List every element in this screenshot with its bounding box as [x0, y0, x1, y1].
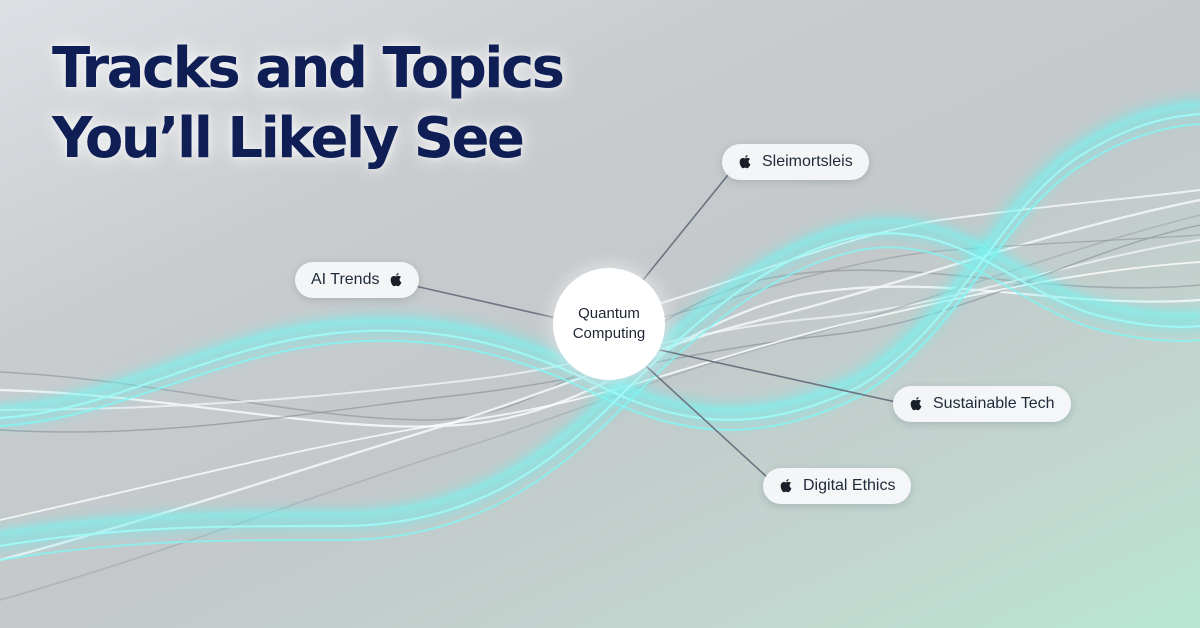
- connector-top: [642, 169, 733, 281]
- title-line-2: You’ll Likely See: [52, 106, 525, 171]
- connector-ai: [414, 285, 557, 319]
- connector-lines: [414, 169, 897, 479]
- topic-pill-sustainable-tech: Sustainable Tech: [893, 386, 1071, 422]
- apple-icon: [780, 479, 792, 493]
- apple-icon: [391, 273, 402, 287]
- center-label-line-2: Computing: [572, 325, 646, 342]
- apple-icon: [910, 397, 922, 411]
- center-label-line-1: Quantum: [578, 305, 640, 322]
- title-line-1: Tracks and Topics: [52, 36, 565, 101]
- topic-pill-ai-trends: AI Trends: [295, 262, 420, 298]
- connector-sustainable: [659, 349, 897, 403]
- topic-label-digital-ethics: Digital Ethics: [803, 477, 896, 494]
- topic-label-sustainable-tech: Sustainable Tech: [933, 395, 1055, 412]
- connector-ethics: [646, 366, 769, 479]
- topic-pill-digital-ethics: Digital Ethics: [763, 468, 912, 504]
- apple-icon: [739, 155, 751, 169]
- topic-label-ai-trends: AI Trends: [311, 271, 380, 288]
- topic-label-top: Sleimortsleis: [762, 153, 853, 170]
- center-node-quantum-computing: Quantum Computing: [553, 268, 665, 380]
- cyan-glow-bands: [0, 97, 1200, 551]
- cyan-bright-strands: [0, 102, 1200, 561]
- topic-pill-top: Sleimortsleis: [722, 144, 869, 180]
